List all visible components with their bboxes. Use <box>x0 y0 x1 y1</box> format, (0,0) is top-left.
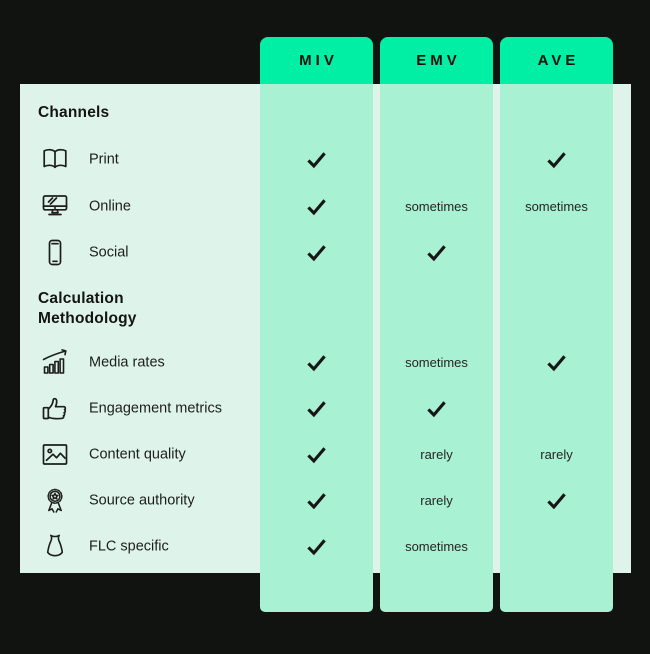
cell-social-ave <box>500 237 613 267</box>
row-content-quality: Content quality <box>38 438 186 471</box>
check-icon <box>307 354 326 371</box>
row-label: Engagement metrics <box>89 400 222 416</box>
row-media-rates: Media rates <box>38 346 165 379</box>
section-title-calculation-methodology: Calculation Methodology <box>38 290 137 327</box>
cell-engagement-metrics-emv <box>380 393 493 423</box>
check-icon <box>427 400 446 417</box>
cell-social-emv <box>380 237 493 267</box>
row-online: Online <box>38 190 131 223</box>
check-icon <box>307 538 326 555</box>
cell-flc-specific-ave <box>500 531 613 561</box>
cell-source-authority-emv: rarely <box>420 492 453 508</box>
check-icon <box>427 244 446 261</box>
column-body-miv <box>260 84 373 612</box>
column-body-ave <box>500 84 613 612</box>
cell-media-rates-emv: sometimes <box>405 354 468 370</box>
cell-social-miv <box>260 237 373 267</box>
row-label: Social <box>89 244 129 260</box>
monitor-icon <box>38 190 71 223</box>
column-header-label: EMV <box>416 52 461 69</box>
row-engagement-metrics: Engagement metrics <box>38 392 222 425</box>
check-icon <box>307 244 326 261</box>
cell-flc-specific-emv: sometimes <box>405 538 468 554</box>
column-header-label: AVE <box>537 52 580 69</box>
cell-online-miv <box>260 191 373 221</box>
row-label: Online <box>89 198 131 214</box>
check-icon <box>547 151 566 168</box>
cell-print-miv <box>260 144 373 174</box>
cell-online-emv: sometimes <box>405 198 468 214</box>
check-icon <box>547 492 566 509</box>
open-book-icon <box>38 143 71 176</box>
smartphone-icon <box>38 236 71 269</box>
dress-icon <box>38 530 71 563</box>
cell-content-quality-ave: rarely <box>540 446 573 462</box>
thumbs-up-icon <box>38 392 71 425</box>
row-label: Content quality <box>89 446 186 462</box>
cell-flc-specific-miv <box>260 531 373 561</box>
column-header-label: MIV <box>299 52 338 69</box>
check-icon <box>307 446 326 463</box>
check-icon <box>547 354 566 371</box>
row-label: Media rates <box>89 354 165 370</box>
cell-content-quality-miv <box>260 439 373 469</box>
cell-source-authority-ave <box>500 485 613 515</box>
cell-engagement-metrics-miv <box>260 393 373 423</box>
cell-media-rates-miv <box>260 347 373 377</box>
award-ribbon-icon <box>38 484 71 517</box>
column-header-ave: AVE <box>500 37 613 84</box>
cell-print-emv <box>380 144 493 174</box>
cell-content-quality-emv: rarely <box>420 446 453 462</box>
image-icon <box>38 438 71 471</box>
section-title-channels: Channels <box>38 104 110 121</box>
bar-chart-icon <box>38 346 71 379</box>
row-flc-specific: FLC specific <box>38 530 169 563</box>
check-icon <box>307 492 326 509</box>
column-header-emv: EMV <box>380 37 493 84</box>
column-body-emv <box>380 84 493 612</box>
row-label: Print <box>89 151 119 167</box>
check-icon <box>307 400 326 417</box>
row-social: Social <box>38 236 129 269</box>
row-source-authority: Source authority <box>38 484 195 517</box>
row-label: FLC specific <box>89 538 169 554</box>
check-icon <box>307 198 326 215</box>
cell-print-ave <box>500 144 613 174</box>
cell-engagement-metrics-ave <box>500 393 613 423</box>
row-print: Print <box>38 143 119 176</box>
cell-online-ave: sometimes <box>525 198 588 214</box>
row-label: Source authority <box>89 492 195 508</box>
cell-source-authority-miv <box>260 485 373 515</box>
check-icon <box>307 151 326 168</box>
column-header-miv: MIV <box>260 37 373 84</box>
cell-media-rates-ave <box>500 347 613 377</box>
